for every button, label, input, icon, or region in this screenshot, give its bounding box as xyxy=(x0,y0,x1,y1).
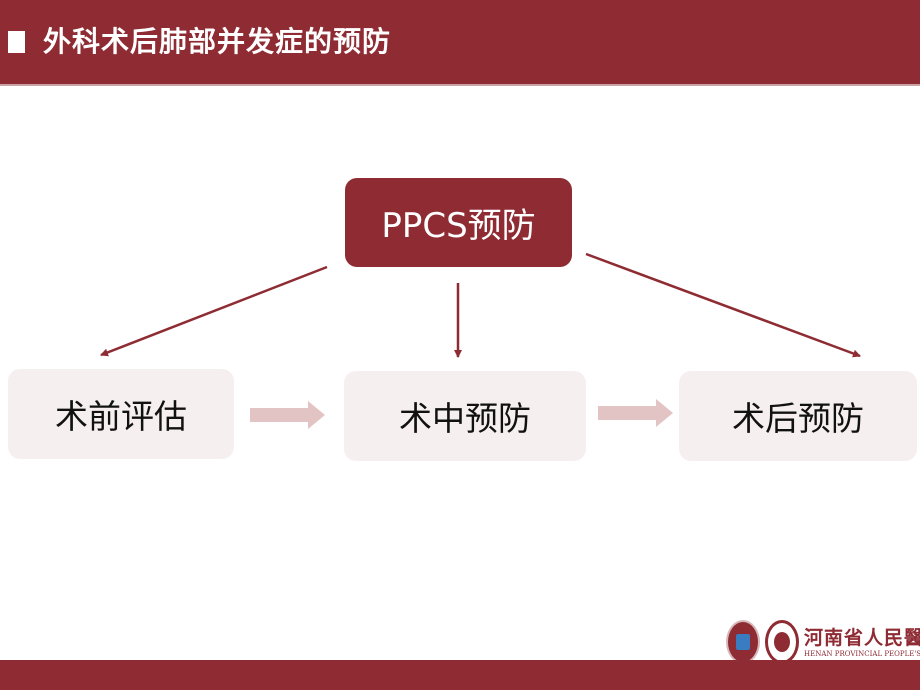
step-node-preop-assessment: 术前评估 xyxy=(8,369,234,459)
title-divider xyxy=(0,84,920,86)
hospital-logo: 河南省人民醫院 HENAN PROVINCIAL PEOPLE'S HOSPIT… xyxy=(724,619,920,667)
connector-arrow-to-preop xyxy=(100,265,328,357)
footer-bar xyxy=(0,660,920,690)
step-node-intraop-prevention: 术中预防 xyxy=(344,371,586,461)
title-marker xyxy=(8,31,25,53)
slide-title: 外科术后肺部并发症的预防 xyxy=(43,25,392,58)
step-node-label: 术中预防 xyxy=(399,399,531,438)
step-arrow-2 xyxy=(598,399,673,427)
root-node-label: PPCS预防 xyxy=(381,206,536,246)
title-bar: 外科术后肺部并发症的预防 xyxy=(0,0,920,84)
hospital-seal-icon xyxy=(765,620,799,664)
step-node-label: 术后预防 xyxy=(732,399,864,438)
hospital-emblem-icon xyxy=(726,620,760,664)
hospital-name-en: HENAN PROVINCIAL PEOPLE'S HOSPITAL xyxy=(804,650,920,658)
root-node-ppcs-prevention: PPCS预防 xyxy=(345,178,572,267)
connector-arrow-to-postop xyxy=(585,252,861,358)
step-node-postop-prevention: 术后预防 xyxy=(679,371,917,461)
step-node-label: 术前评估 xyxy=(55,397,187,436)
step-arrow-1 xyxy=(250,401,325,429)
hospital-name-cn: 河南省人民醫院 xyxy=(804,627,920,649)
